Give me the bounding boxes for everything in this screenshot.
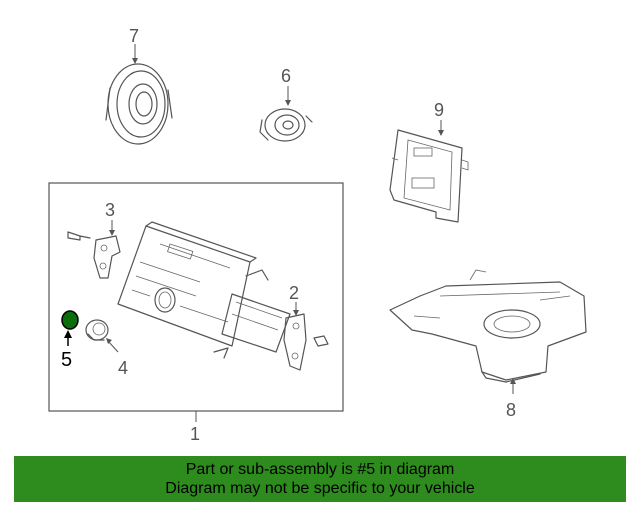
part-7-speaker[interactable] [105, 63, 173, 145]
part-2-bracket[interactable] [283, 313, 329, 371]
part-5-cap[interactable] [61, 310, 79, 330]
audio-head-unit[interactable] [117, 221, 291, 359]
part-3-bracket[interactable] [67, 231, 121, 279]
callout-5: 5 [61, 349, 72, 371]
part-9-module[interactable] [389, 129, 469, 223]
banner-line-1: Part or sub-assembly is #5 in diagram [185, 461, 455, 478]
callout-3: 3 [105, 200, 115, 220]
callout-1: 1 [190, 424, 200, 444]
banner-line-2: Diagram may not be specific to your vehi… [165, 480, 475, 497]
callout-8: 8 [506, 400, 516, 420]
callout-7: 7 [129, 26, 139, 46]
part-4-knob[interactable] [85, 319, 109, 341]
info-banner: Part or sub-assembly is #5 in diagram Di… [14, 456, 626, 502]
part-8-amplifier[interactable] [389, 269, 587, 383]
part-6-tweeter[interactable] [259, 108, 313, 142]
parts-diagram: 7 6 9 1 3 [48, 26, 587, 444]
callout-2: 2 [289, 283, 299, 303]
callout-6: 6 [281, 66, 291, 86]
callout-4: 4 [118, 358, 128, 378]
callout-9: 9 [434, 100, 444, 120]
